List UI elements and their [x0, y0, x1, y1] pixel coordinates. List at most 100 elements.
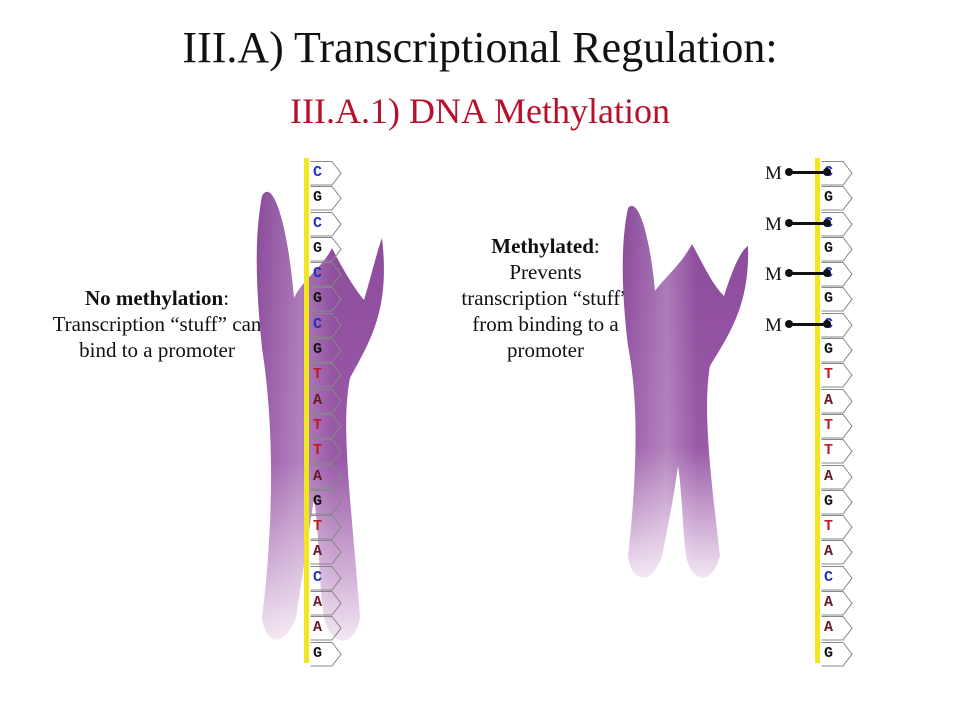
- left-base-letter: A: [313, 594, 323, 612]
- methyl-dot-icon: [823, 218, 831, 227]
- base-tab-icon: [310, 515, 342, 540]
- base-tab-icon: [821, 413, 853, 439]
- left-base-letter: C: [313, 568, 323, 586]
- base-tab-icon: [310, 161, 342, 186]
- methyl-bond: [787, 171, 827, 174]
- transcription-factor-right: [622, 205, 749, 578]
- right-base-letter: G: [824, 189, 834, 207]
- left-base-letter: G: [313, 492, 323, 510]
- methyl-label: M: [765, 213, 782, 235]
- left-base-15: A: [310, 540, 346, 565]
- left-base-2: C: [310, 211, 346, 237]
- left-base-letter: G: [313, 341, 323, 359]
- right-base-5: G: [821, 287, 857, 312]
- right-base-letter: T: [824, 442, 834, 460]
- right-base-19: G: [821, 641, 857, 667]
- left-base-letter: T: [313, 416, 323, 434]
- base-tab-icon: [821, 464, 853, 490]
- methyl-bond: [787, 272, 827, 276]
- base-tab-icon: [310, 388, 342, 414]
- right-base-15: A: [821, 540, 857, 565]
- base-tab-icon: [310, 439, 342, 464]
- left-base-7: G: [310, 338, 346, 363]
- methyl-label: M: [765, 314, 782, 336]
- right-base-9: A: [821, 388, 857, 414]
- right-base-letter: A: [824, 391, 834, 409]
- methyl-label: M: [765, 264, 782, 286]
- right-base-17: A: [821, 591, 857, 616]
- caption-methylated-text: : Prevents transcription “stuff” from bi…: [461, 234, 630, 362]
- methyl-mark: M: [765, 264, 835, 286]
- left-base-letter: C: [313, 164, 323, 181]
- right-base-18: A: [821, 616, 857, 641]
- left-base-letter: G: [313, 239, 323, 257]
- base-tab-icon: [821, 363, 853, 388]
- left-base-3: G: [310, 236, 346, 262]
- right-base-letter: G: [824, 492, 834, 510]
- left-base-letter: G: [313, 290, 323, 308]
- base-tab-icon: [310, 464, 342, 490]
- left-base-14: T: [310, 515, 346, 540]
- base-tab-icon: [310, 413, 342, 439]
- base-tab-icon: [821, 388, 853, 414]
- left-base-8: T: [310, 363, 346, 388]
- left-base-9: A: [310, 388, 346, 414]
- left-base-letter: T: [313, 366, 323, 384]
- left-base-17: A: [310, 591, 346, 616]
- transcription-factor-left: [256, 191, 384, 641]
- base-tab-icon: [310, 186, 342, 211]
- left-base-letter: A: [313, 619, 323, 637]
- right-base-letter: A: [824, 594, 834, 612]
- left-base-letter: T: [313, 518, 323, 536]
- left-base-0: C: [310, 161, 346, 186]
- caption-methylated: Methylated: Prevents transcription “stuf…: [458, 233, 633, 363]
- methyl-dot-icon: [785, 269, 793, 278]
- right-base-letter: G: [824, 290, 834, 308]
- left-base-12: A: [310, 464, 346, 490]
- left-base-18: A: [310, 616, 346, 641]
- methyl-mark: M: [765, 314, 835, 336]
- right-base-14: T: [821, 515, 857, 540]
- base-tab-icon: [821, 287, 853, 312]
- right-base-letter: A: [824, 619, 834, 637]
- base-tab-icon: [821, 591, 853, 616]
- base-tab-icon: [821, 186, 853, 211]
- methyl-dot-icon: [785, 168, 793, 176]
- right-base-letter: C: [824, 568, 834, 586]
- left-base-letter: A: [313, 543, 323, 561]
- right-base-1: G: [821, 186, 857, 211]
- left-base-5: G: [310, 287, 346, 312]
- methyl-dot-icon: [823, 269, 831, 278]
- base-tab-icon: [821, 161, 853, 186]
- base-tab-icon: [821, 236, 853, 262]
- left-base-letter: A: [313, 467, 323, 485]
- left-base-19: G: [310, 641, 346, 667]
- left-base-16: C: [310, 565, 346, 591]
- left-base-13: G: [310, 489, 346, 515]
- left-base-letter: C: [313, 214, 323, 232]
- base-tab-icon: [821, 312, 853, 338]
- caption-no-methylation-bold: No methylation: [84, 286, 224, 310]
- base-tab-icon: [821, 616, 853, 641]
- right-base-letter: G: [824, 644, 834, 662]
- dna-backbone-right: [815, 158, 820, 663]
- base-tab-icon: [310, 312, 342, 338]
- right-base-12: A: [821, 464, 857, 490]
- right-base-letter: G: [824, 341, 834, 359]
- methyl-mark: M: [765, 163, 835, 184]
- methyl-dot-icon: [823, 319, 831, 328]
- base-tab-icon: [310, 211, 342, 237]
- left-base-1: G: [310, 186, 346, 211]
- methyl-label: M: [765, 163, 782, 184]
- base-tab-icon: [821, 439, 853, 464]
- base-tab-icon: [310, 363, 342, 388]
- caption-no-methylation: No methylation: Transcription “stuff” ca…: [52, 285, 262, 363]
- base-tab-icon: [821, 489, 853, 515]
- right-base-letter: T: [824, 518, 834, 536]
- base-tab-icon: [310, 287, 342, 312]
- slide-subtitle: III.A.1) DNA Methylation: [290, 91, 670, 131]
- left-base-10: T: [310, 413, 346, 439]
- right-base-letter: T: [824, 366, 834, 384]
- right-base-13: G: [821, 489, 857, 515]
